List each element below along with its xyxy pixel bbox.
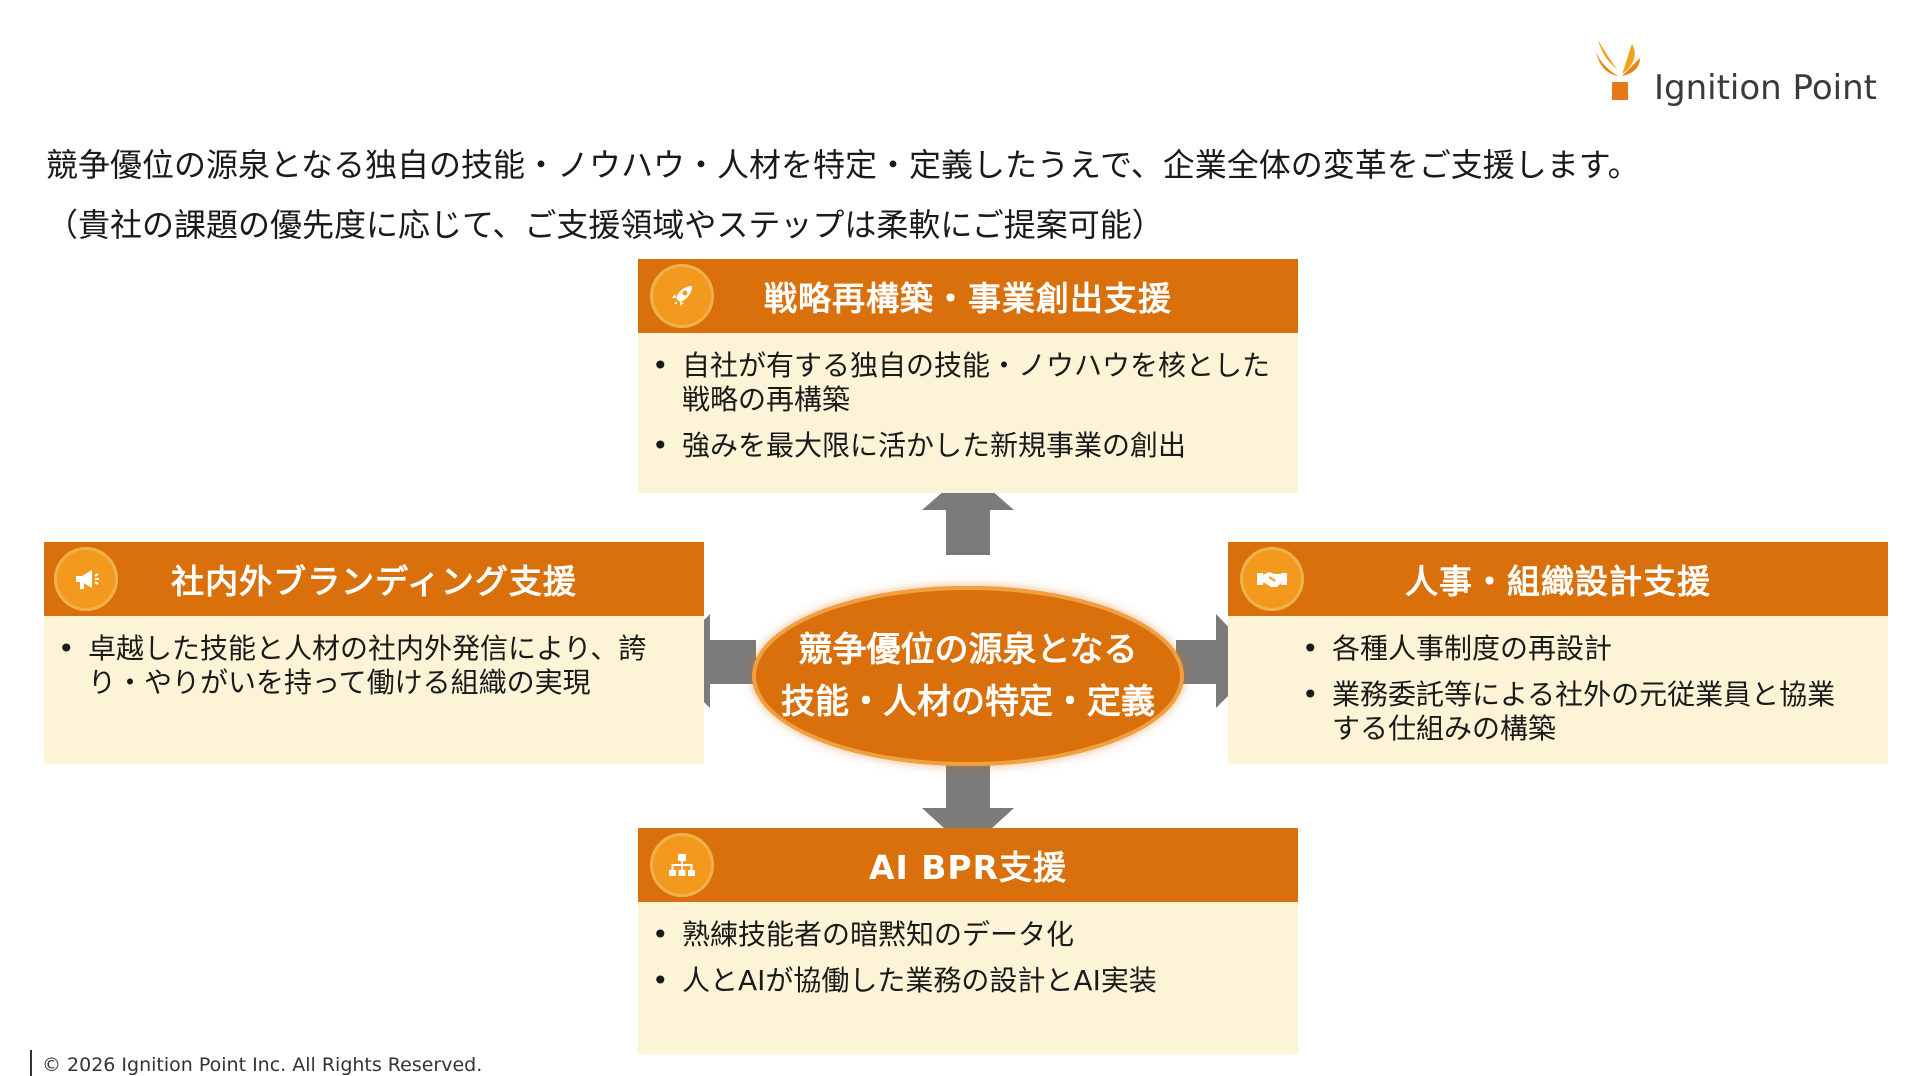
box-bottom-header: AI BPR支援 [638, 828, 1298, 902]
list-item: 卓越した技能と人材の社内外発信により、誇り・やりがいを持って働ける組織の実現 [44, 632, 664, 700]
rocket-icon [650, 264, 714, 328]
arrow-right-icon [1176, 614, 1262, 708]
box-left-title: 社内外ブランディング支援 [171, 562, 577, 601]
flame-logo-icon [1596, 40, 1640, 100]
megaphone-icon [54, 547, 118, 611]
box-left-header: 社内外ブランディング支援 [44, 542, 704, 616]
lead-line-2: （貴社の課題の優先度に応じて、ご支援領域やステップは柔軟にご提案可能） [46, 206, 1164, 244]
box-top-header: 戦略再構築・事業創出支援 [638, 259, 1298, 333]
list-item: 熟練技能者の暗黙知のデータ化 [638, 918, 1274, 952]
box-bottom-title: AI BPR支援 [868, 848, 1068, 887]
company-logo: Ignition Point [1590, 30, 1890, 110]
list-item: 強みを最大限に活かした新規事業の創出 [638, 429, 1274, 463]
copyright: © 2026 Ignition Point Inc. All Rights Re… [42, 1054, 483, 1076]
box-right-body: 各種人事制度の再設計 業務委託等による社外の元従業員と協業する仕組みの構築 [1228, 616, 1888, 764]
list-item: 自社が有する独自の技能・ノウハウを核とした戦略の再構築 [638, 349, 1274, 417]
box-bottom-body: 熟練技能者の暗黙知のデータ化 人とAIが協働した業務の設計とAI実装 [638, 902, 1298, 1054]
list-item: 業務委託等による社外の元従業員と協業する仕組みの構築 [1288, 678, 1848, 746]
logo-text: Ignition Point [1654, 68, 1877, 108]
box-left-body: 卓越した技能と人材の社内外発信により、誇り・やりがいを持って働ける組織の実現 [44, 616, 704, 764]
lead-line-1: 競争優位の源泉となる独自の技能・ノウハウ・人材を特定・定義したうえで、企業全体の… [46, 146, 1640, 184]
box-top-body: 自社が有する独自の技能・ノウハウを核とした戦略の再構築 強みを最大限に活かした新… [638, 333, 1298, 493]
org-chart-icon [650, 833, 714, 897]
box-right-title: 人事・組織設計支援 [1405, 562, 1711, 601]
center-line-1: 競争優位の源泉となる [798, 630, 1138, 670]
center-line-2: 技能・人材の特定・定義 [781, 682, 1155, 722]
box-top-title: 戦略再構築・事業創出支援 [764, 279, 1172, 318]
handshake-icon [1240, 547, 1304, 611]
list-item: 各種人事制度の再設計 [1288, 632, 1848, 666]
list-item: 人とAIが協働した業務の設計とAI実装 [638, 964, 1274, 998]
box-right-header: 人事・組織設計支援 [1228, 542, 1888, 616]
center-ellipse: 競争優位の源泉となる 技能・人材の特定・定義 [752, 586, 1184, 766]
footer-divider [30, 1050, 32, 1076]
